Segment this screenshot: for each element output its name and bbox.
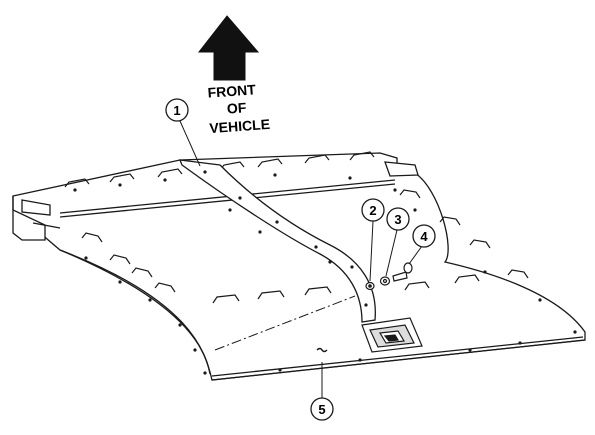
callout-2-label: 2 (369, 203, 376, 218)
callout-4-label: 4 (420, 229, 428, 244)
leader-1 (179, 120, 201, 167)
callout-2: 2 (361, 198, 385, 222)
arrow-shape (197, 15, 260, 81)
direction-line-3: VEHICLE (209, 116, 271, 136)
front-arrow (197, 15, 260, 81)
direction-line-1: FRONT (207, 81, 257, 100)
callout-1-label: 1 (173, 103, 180, 118)
tie-down-handles (64, 151, 529, 304)
callout-5-label: 5 (318, 402, 325, 417)
latch-plate (361, 317, 423, 353)
callout-3-label: 3 (394, 212, 401, 227)
seal-strip-holes (203, 170, 368, 307)
leader-2 (369, 220, 374, 282)
screw-head (403, 262, 413, 274)
leader-lines (179, 120, 423, 398)
leader-4 (408, 245, 423, 265)
leader-3 (385, 229, 398, 277)
callout-4: 4 (412, 224, 436, 248)
hardware (365, 262, 413, 291)
callout-1: 1 (165, 98, 189, 122)
tilde-mark (316, 347, 328, 353)
seal-strip (178, 159, 376, 323)
callout-5: 5 (310, 397, 334, 421)
screw (392, 271, 408, 282)
hood-panel (12, 152, 586, 381)
callout-3: 3 (386, 207, 410, 231)
direction-line-2: OF (226, 99, 247, 116)
